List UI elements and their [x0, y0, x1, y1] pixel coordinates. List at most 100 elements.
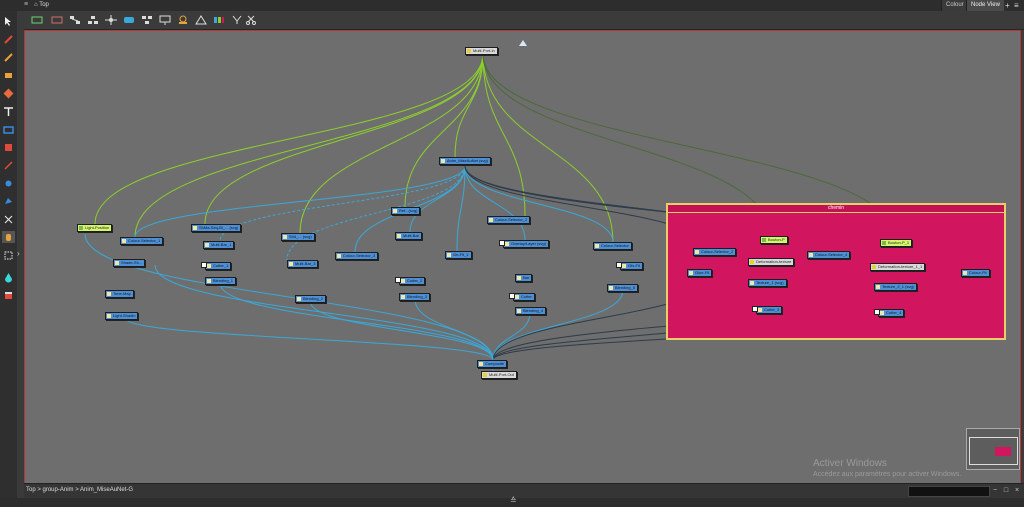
select-arrow-icon[interactable]	[2, 15, 15, 27]
top-crumb[interactable]: ⌂ Top	[34, 2, 49, 8]
navigate-up-icon[interactable]	[518, 39, 528, 47]
hand-icon[interactable]	[2, 231, 15, 243]
wire-to-composite-1	[219, 282, 494, 361]
node-cut2[interactable]: Cutter_2	[394, 277, 426, 285]
zoom-out-button[interactable]: −	[992, 487, 998, 494]
cutter-tool-icon[interactable]	[2, 213, 15, 225]
node-g-tex2[interactable]: Texture_2_1 (svg)	[874, 283, 918, 291]
search-input[interactable]	[908, 486, 990, 497]
resize-handle-icon[interactable]: ≙	[510, 496, 517, 505]
brush-icon[interactable]	[2, 51, 15, 63]
layout-b-icon[interactable]	[86, 14, 100, 25]
crumb-label: Top	[39, 2, 49, 8]
wire-blue-7	[464, 165, 614, 243]
node-g-col[interactable]: Colour-Flt	[961, 269, 990, 277]
node-shade[interactable]: Shade-Sh...	[113, 259, 146, 267]
wire-green-1	[134, 53, 484, 238]
node-g-cs4[interactable]: Colour-Selector_4	[807, 251, 851, 259]
pencil-icon[interactable]	[2, 69, 15, 81]
add-tab-button[interactable]: +	[1005, 1, 1010, 10]
node-g-cut2[interactable]: Cutter_4	[873, 309, 905, 317]
node-mpo[interactable]: Multi-Port-Out	[481, 371, 517, 379]
node-g-peg[interactable]: Bouton-P	[760, 236, 788, 244]
node-blend5[interactable]: Blending_5	[607, 284, 639, 292]
hierarchy-icon[interactable]	[140, 14, 154, 25]
paint-bucket-icon[interactable]	[2, 289, 15, 301]
display-icon[interactable]	[122, 14, 136, 25]
ink-icon[interactable]	[2, 141, 15, 153]
pen-icon[interactable]	[2, 159, 15, 171]
node-light[interactable]: Light-Position	[77, 224, 113, 232]
node-shd[interactable]: Shd_... (svg)	[281, 233, 315, 241]
node-cs3[interactable]: Colour-Selector_3	[335, 252, 379, 260]
node-cs1[interactable]: Colour-Selector_1	[120, 237, 164, 245]
drop-icon[interactable]	[2, 271, 15, 283]
node-gn1[interactable]: Gn-Flt_1	[445, 251, 472, 259]
rectangle-icon[interactable]	[2, 123, 15, 135]
swatch-icon[interactable]	[212, 14, 226, 25]
node-cs2[interactable]: Colour-Selector_2	[487, 216, 531, 224]
stamp-icon[interactable]	[2, 177, 15, 189]
node-cutter[interactable]: Cutter	[509, 293, 535, 301]
navigator-thumbnail[interactable]	[966, 428, 1020, 470]
panel-splitter[interactable]: ›	[17, 11, 24, 507]
layout-a-icon[interactable]	[68, 14, 82, 25]
zoom-fit-button[interactable]: □	[1003, 487, 1009, 494]
node-ls[interactable]: Light-Shadin	[105, 312, 139, 320]
network-icon[interactable]	[104, 14, 118, 25]
node-g-peg2[interactable]: Bouton-P_1	[880, 239, 913, 247]
hamburger-icon[interactable]: ≡	[24, 1, 29, 8]
node-g-glf[interactable]: Glue-Flt	[687, 269, 713, 277]
peg-icon[interactable]	[176, 14, 190, 25]
contour-editor-icon[interactable]	[2, 33, 15, 45]
node-g-cut[interactable]: Cutter_3	[751, 306, 783, 314]
wire-blue-6	[464, 165, 526, 241]
watermark-subtitle: Accédez aux paramètres pour activer Wind…	[813, 471, 962, 478]
node-blend1[interactable]: Blending_1	[205, 277, 237, 285]
node-mbar[interactable]: Multi-Bar	[395, 232, 423, 240]
camera-tool-icon[interactable]	[2, 249, 15, 261]
navigator-viewport[interactable]	[969, 437, 1018, 465]
node-g-csel2[interactable]: Colour-Selector_2	[693, 248, 737, 256]
node-csel[interactable]: Colour-Selector	[593, 242, 632, 250]
scissors-icon[interactable]	[244, 14, 258, 25]
node-tt[interactable]: Tone-Map	[105, 290, 134, 298]
breadcrumb[interactable]: Top > group-Anim > Anim_MiseAuNet-G	[26, 487, 134, 493]
eraser-icon[interactable]	[2, 87, 15, 99]
text-icon[interactable]	[2, 105, 15, 117]
node-mb[interactable]: Multi-Bar_1	[203, 241, 235, 249]
group-icon[interactable]	[50, 14, 64, 25]
watermark-title: Activer Windows	[813, 458, 887, 469]
wire-to-composite-2	[309, 300, 494, 361]
tab-menu-button[interactable]: ≡	[1014, 1, 1019, 10]
node-comp[interactable]: Composite	[477, 360, 508, 368]
pin-icon[interactable]	[230, 14, 244, 25]
node-g-tex[interactable]: Texture_1 (svg)	[748, 279, 787, 287]
backdrop-group-chemin[interactable]: chemin	[666, 203, 1006, 340]
node-ref[interactable]: Ref...(svg)	[391, 207, 421, 215]
node-bar[interactable]: Bar	[515, 274, 533, 282]
camera-icon[interactable]	[158, 14, 172, 25]
node-mpi[interactable]: Multi-Port-In	[465, 47, 498, 55]
node-gfx[interactable]: Gfx-Flt	[616, 262, 643, 270]
node-cut1[interactable]: Cutter_1	[200, 262, 232, 270]
node-mbar3[interactable]: Multi-Bar_3	[287, 260, 319, 268]
node-g-def[interactable]: Deformation-texture	[748, 258, 795, 266]
node-g-def2[interactable]: Deformation-texture_1_1	[870, 263, 926, 271]
node-anim[interactable]: Anim_MiseAuNet (svg)	[439, 157, 491, 165]
tab-node-view[interactable]: Node View	[966, 0, 1004, 11]
node-ovl[interactable]: Overlay/Layer (svg)	[499, 240, 549, 248]
wire-green-0	[94, 53, 484, 225]
transform-icon[interactable]	[2, 195, 15, 207]
rect-backdrop-icon[interactable]	[30, 14, 44, 25]
tab-colour[interactable]: Colour	[941, 0, 968, 11]
group-title: chemin	[668, 205, 1004, 213]
cutter-icon[interactable]	[194, 14, 208, 25]
node-smg[interactable]: ShMa-Seq-Bi_... (svg)	[191, 224, 242, 232]
node-blend3[interactable]: Blending_3	[399, 293, 431, 301]
wire-green-5	[454, 53, 484, 158]
close-button[interactable]: ×	[1014, 487, 1020, 494]
node-blend4[interactable]: Blending_4	[515, 307, 547, 315]
node-blend2[interactable]: Blending_2	[295, 295, 327, 303]
